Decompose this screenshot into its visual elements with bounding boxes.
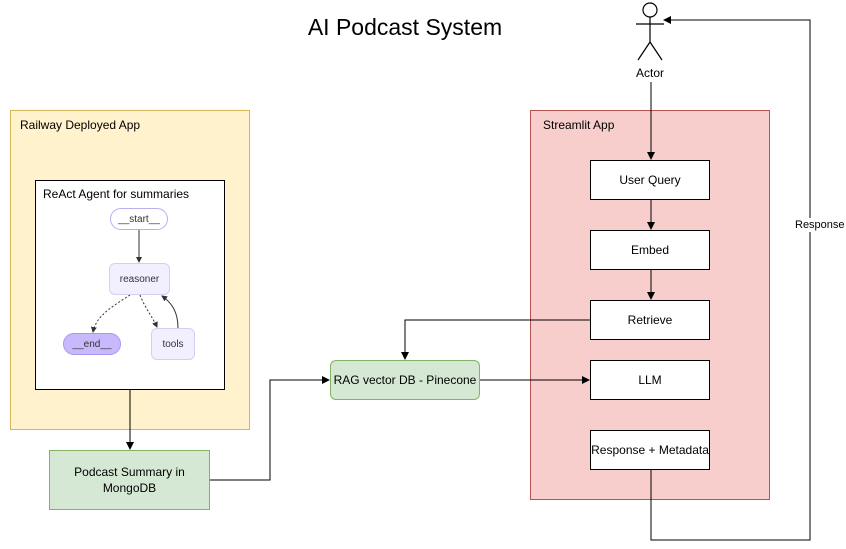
langgraph-start-node: __start__ [110,208,168,230]
mongodb-summary-node: Podcast Summary in MongoDB [49,450,210,510]
langgraph-end-node: __end__ [63,333,121,355]
diagram-title: AI Podcast System [307,14,503,40]
user-query-node: User Query [590,160,710,200]
actor-label: Actor [635,66,664,80]
rag-pinecone-node: RAG vector DB - Pinecone [330,360,480,400]
edge-tools-reasoner [161,295,179,329]
edge-reasoner-tools [139,294,158,328]
edge-response-actor [650,16,811,541]
edge-retrieve-rag [401,319,590,360]
langgraph-tools-node: tools [151,328,195,360]
embed-node: Embed [590,230,710,270]
actor-icon [636,2,664,61]
react-agent-label: ReAct Agent for summaries [43,187,190,201]
edge-mongo-rag [210,376,330,481]
streamlit-app-label: Streamlit App [543,118,615,132]
llm-node: LLM [590,360,710,400]
edge-reasoner-end [90,294,131,333]
response-edge-label: Response [793,218,846,232]
response-metadata-node: Response + Metadata [590,430,710,470]
langgraph-reasoner-node: reasoner [109,263,170,295]
retrieve-node: Retrieve [590,300,710,340]
railway-app-label: Railway Deployed App [20,118,141,132]
